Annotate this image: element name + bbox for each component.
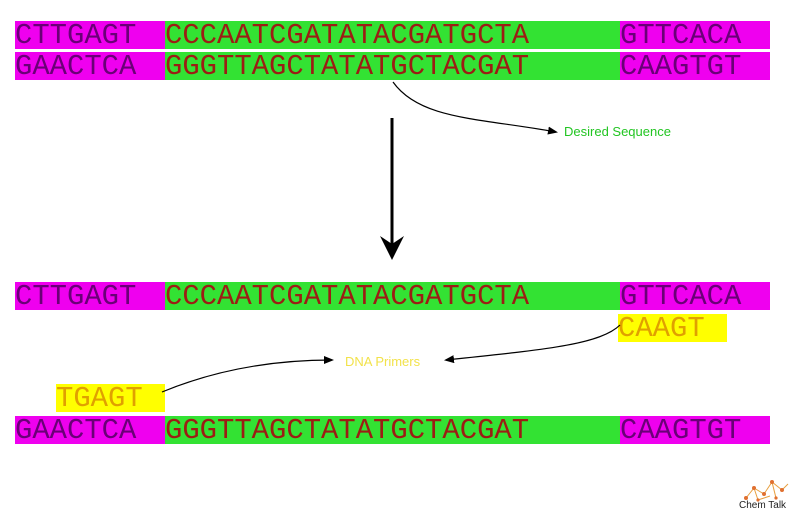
desired-sequence-label: Desired Sequence: [564, 124, 671, 139]
primer-left: TGAGT: [56, 384, 165, 412]
chem-talk-logo-icon: [744, 480, 789, 502]
primer-right: CAAGT: [618, 314, 727, 342]
bottom-duplex-top-strand: CTTGAGT CCCAATCGATATACGATGCTA GTTCACA: [15, 282, 770, 310]
desired-sequence-arrow: [392, 81, 558, 135]
core-segment: GGGTTAGCTATATGCTACGAT: [165, 416, 620, 444]
core-segment: CCCAATCGATATACGATGCTA: [165, 21, 620, 49]
flank-segment-right: CAAGTGT: [620, 416, 770, 444]
dna-primers-label: DNA Primers: [345, 354, 421, 369]
logo-text: Chem Talk: [739, 500, 787, 511]
primer-right-arrow: [444, 324, 621, 364]
flank-segment-left: CTTGAGT: [15, 21, 165, 49]
flank-segment-left: GAACTCA: [15, 416, 165, 444]
flank-segment-right: CAAGTGT: [620, 52, 770, 80]
bottom-duplex-bottom-strand: GAACTCA GGGTTAGCTATATGCTACGAT CAAGTGT: [15, 416, 770, 444]
top-duplex-bottom-strand: GAACTCA GGGTTAGCTATATGCTACGAT CAAGTGT: [15, 52, 770, 80]
core-segment: CCCAATCGATATACGATGCTA: [165, 282, 620, 310]
flank-segment-left: CTTGAGT: [15, 282, 165, 310]
primer-left-arrow: [161, 356, 334, 393]
core-segment: GGGTTAGCTATATGCTACGAT: [165, 52, 620, 80]
flank-segment-right: GTTCACA: [620, 282, 770, 310]
flank-segment-left: GAACTCA: [15, 52, 165, 80]
process-arrowhead: [380, 236, 404, 260]
flank-segment-right: GTTCACA: [620, 21, 770, 49]
top-duplex-top-strand: CTTGAGT CCCAATCGATATACGATGCTA GTTCACA: [15, 21, 770, 49]
